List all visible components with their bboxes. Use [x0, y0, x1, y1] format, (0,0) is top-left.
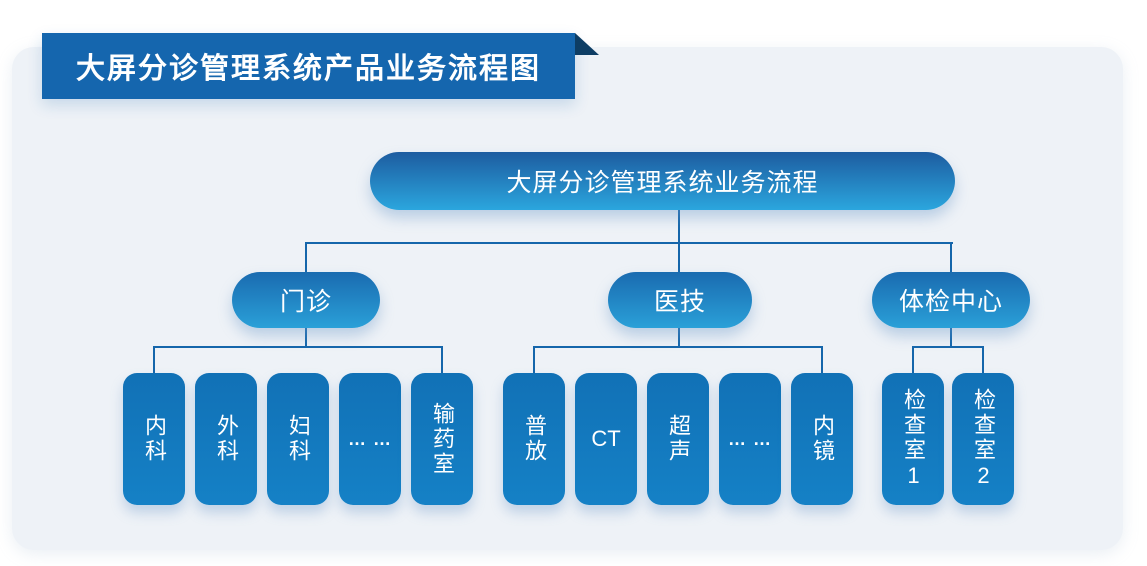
leaf-ct: CT: [575, 373, 637, 505]
leaf-label: 普放: [521, 414, 547, 464]
connector-line: [678, 328, 680, 347]
leaf-label: 检查室1: [900, 387, 926, 491]
branch-node-outpatient: 门诊: [232, 272, 380, 328]
leaf-label: 内科: [141, 414, 167, 464]
title-banner: 大屏分诊管理系统产品业务流程图: [42, 33, 575, 99]
ellipsis-label: … …: [727, 428, 772, 449]
connector-line: [912, 346, 984, 348]
leaf-gynecology: 妇科: [267, 373, 329, 505]
connector-line: [912, 346, 914, 373]
branch-label: 门诊: [279, 288, 332, 316]
leaf-ellipsis: … …: [719, 373, 781, 505]
connector-line: [821, 346, 823, 373]
connector-line: [950, 328, 952, 347]
connector-line: [533, 346, 823, 348]
leaf-label: 妇科: [285, 414, 311, 464]
leaf-exam-room-1: 检查室1: [882, 373, 944, 505]
connector-line: [950, 242, 952, 272]
connector-line: [533, 346, 535, 373]
connector-line: [305, 242, 307, 272]
leaf-internal-medicine: 内科: [123, 373, 185, 505]
leaf-surgery: 外科: [195, 373, 257, 505]
leaf-endoscopy: 内镜: [791, 373, 853, 505]
branch-node-medtech: 医技: [608, 272, 752, 328]
connector-line: [305, 328, 307, 347]
leaf-label: 外科: [213, 414, 239, 464]
branch-label: 医技: [653, 288, 706, 316]
page-title: 大屏分诊管理系统产品业务流程图: [75, 53, 541, 85]
leaf-ultrasound: 超声: [647, 373, 709, 505]
leaf-exam-room-2: 检查室2: [952, 373, 1014, 505]
branch-node-exam-center: 体检中心: [872, 272, 1030, 328]
leaf-medicine-dispensing-room: 输药室: [411, 373, 473, 505]
connector-line: [678, 210, 680, 272]
connector-line: [153, 346, 155, 373]
ellipsis-label: … …: [347, 428, 392, 449]
leaf-label: CT: [591, 426, 621, 451]
leaf-label: 检查室2: [970, 387, 996, 491]
leaf-label: 超声: [665, 414, 691, 464]
connector-line: [305, 242, 953, 244]
root-node-label: 大屏分诊管理系统业务流程: [506, 169, 819, 197]
leaf-ellipsis: … …: [339, 373, 401, 505]
connector-line: [153, 346, 443, 348]
branch-label: 体检中心: [898, 288, 1003, 316]
connector-line: [982, 346, 984, 373]
leaf-label: 内镜: [809, 414, 835, 464]
root-node: 大屏分诊管理系统业务流程: [370, 152, 955, 210]
leaf-general-radiology: 普放: [503, 373, 565, 505]
leaf-label: 输药室: [429, 401, 455, 477]
connector-line: [441, 346, 443, 373]
